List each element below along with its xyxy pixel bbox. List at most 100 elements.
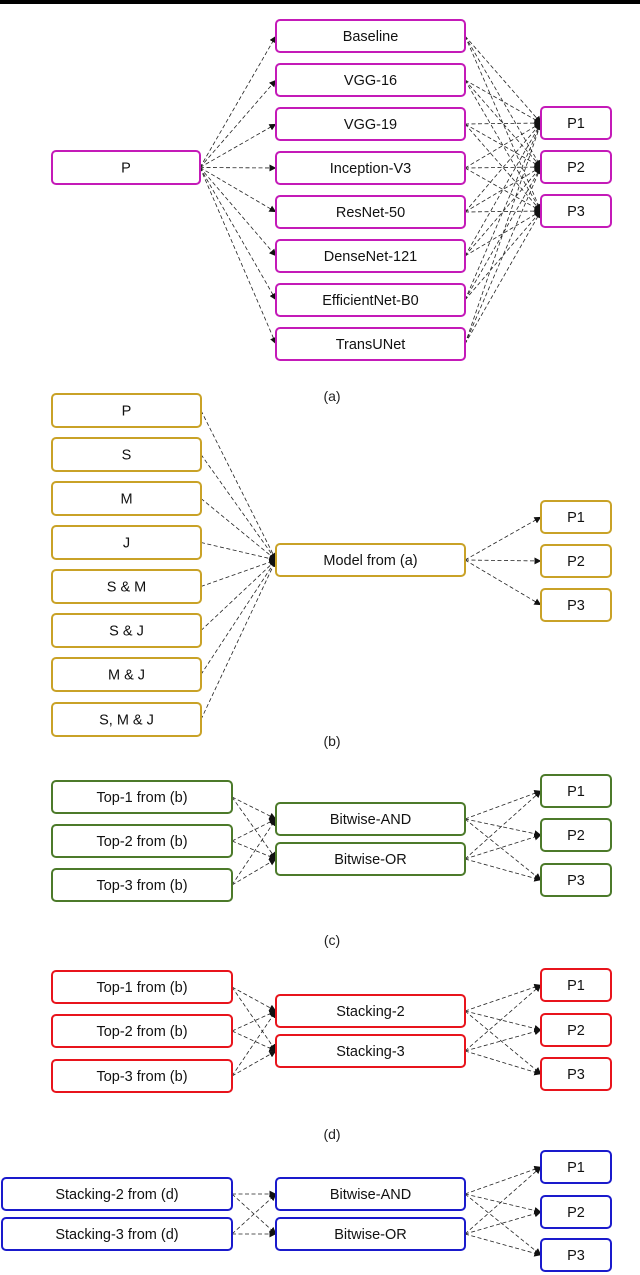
b-input-s-j-label: S & J <box>109 624 144 640</box>
e-input-stacking-3-from-d: Stacking-3 from (d) <box>1 1217 233 1251</box>
a-model-resnet-50-box <box>275 195 466 229</box>
d-edge-op-0-to-output-2 <box>464 1010 542 1075</box>
e-output-p2-label: P2 <box>567 1205 585 1221</box>
d-edge-op-1-to-output-1 <box>464 1028 542 1052</box>
a-edge-model-0-to-output-1 <box>464 35 542 168</box>
b-input-s-m-j-box <box>51 702 202 737</box>
a-model-vgg-19-box <box>275 107 466 141</box>
b-edge-input-7-to-model <box>200 559 277 720</box>
e-output-p2: P2 <box>540 1195 612 1229</box>
c-edge-input-1-to-op-0 <box>231 818 277 842</box>
b-input-m: M <box>51 481 202 516</box>
a-edge-source-to-model-4 <box>199 167 277 213</box>
a-edge-source-to-model-0 <box>199 35 277 168</box>
c-output-p2: P2 <box>540 818 612 852</box>
a-model-densenet-121-box <box>275 239 466 273</box>
d-output-p3-box <box>540 1057 612 1091</box>
d-output-p1-label: P1 <box>567 978 585 994</box>
e-input-stacking-2-from-d-label: Stacking-2 from (d) <box>55 1187 178 1203</box>
a-edge-model-4-to-output-0 <box>464 122 542 213</box>
b-output-p2-label: P2 <box>567 554 585 570</box>
caption-a: (a) <box>323 388 340 404</box>
c-output-p1-box <box>540 774 612 808</box>
a-model-efficientnet-b0-box <box>275 283 466 317</box>
a-model-baseline: Baseline <box>275 19 466 53</box>
b-input-j-label: J <box>123 536 130 552</box>
e-input-stacking-3-from-d-label: Stacking-3 from (d) <box>55 1227 178 1243</box>
c-op-bitwise-and-box <box>275 802 466 836</box>
a-edge-source-to-model-7 <box>199 167 277 345</box>
c-op-bitwise-and: Bitwise-AND <box>275 802 466 836</box>
b-input-m-j: M & J <box>51 657 202 692</box>
a-edge-model-7-to-output-0 <box>464 122 543 345</box>
a-edge-model-0-to-output-2 <box>464 35 542 212</box>
c-edge-op-1-to-output-1 <box>464 833 542 860</box>
e-output-p3-label: P3 <box>567 1248 585 1264</box>
b-input-s-m-box <box>51 569 202 604</box>
c-edge-op-1-to-output-0 <box>464 790 542 860</box>
b-edge-input-4-to-model <box>200 558 277 587</box>
d-output-p2-label: P2 <box>567 1023 585 1039</box>
c-op-bitwise-or: Bitwise-OR <box>275 842 466 876</box>
c-edge-input-0-to-op-1 <box>231 796 277 860</box>
d-op-stacking-3: Stacking-3 <box>275 1034 466 1068</box>
a-edge-model-3-to-output-2 <box>464 167 542 212</box>
a-output-p3-label: P3 <box>567 204 585 220</box>
a-model-transunet-label: TransUNet <box>336 337 406 353</box>
d-output-p1: P1 <box>540 968 612 1002</box>
a-model-vgg-19-label: VGG-19 <box>344 117 397 133</box>
a-model-inception-v3: Inception-V3 <box>275 151 466 185</box>
a-model-densenet-121-label: DenseNet-121 <box>324 249 418 265</box>
d-op-stacking-2-box <box>275 994 466 1028</box>
e-edge-op-1-to-output-0 <box>464 1166 542 1235</box>
a-edge-source-to-model-5 <box>199 167 277 257</box>
a-model-baseline-box <box>275 19 466 53</box>
b-edge-model-to-output-0 <box>464 516 542 561</box>
c-output-p2-box <box>540 818 612 852</box>
b-output-p1: P1 <box>540 500 612 534</box>
a-output-p2-box <box>540 150 612 184</box>
d-input-top-3-from-b-label: Top-3 from (b) <box>96 1069 187 1085</box>
b-model-from-a-label: Model from (a) <box>323 553 417 569</box>
c-edge-input-1-to-op-1 <box>231 840 277 860</box>
d-edge-input-0-to-op-1 <box>231 986 277 1052</box>
b-input-p-label: P <box>122 404 132 420</box>
a-output-p2-label: P2 <box>567 160 585 176</box>
b-input-s-m-j-label: S, M & J <box>99 713 154 729</box>
b-input-s-j: S & J <box>51 613 202 648</box>
b-input-m-box <box>51 481 202 516</box>
b-edge-model-to-output-1 <box>464 557 542 565</box>
e-input-stacking-2-from-d: Stacking-2 from (d) <box>1 1177 233 1211</box>
b-input-m-j-label: M & J <box>108 668 145 684</box>
c-output-p1: P1 <box>540 774 612 808</box>
b-edge-input-0-to-model <box>200 410 277 561</box>
b-input-p: P <box>51 393 202 428</box>
e-op-bitwise-and-box <box>275 1177 466 1211</box>
e-edge-op-0-to-output-1 <box>464 1193 542 1214</box>
b-input-p-box <box>51 393 202 428</box>
a-edge-model-5-to-output-0 <box>464 122 542 257</box>
a-model-inception-v3-box <box>275 151 466 185</box>
d-output-p1-box <box>540 968 612 1002</box>
c-input-top-1-from-b: Top-1 from (b) <box>51 780 233 814</box>
a-output-p1-box <box>540 106 612 140</box>
b-input-m-label: M <box>120 492 132 508</box>
c-output-p2-label: P2 <box>567 828 585 844</box>
caption-c: (c) <box>324 932 340 948</box>
caption-d: (d) <box>323 1126 340 1142</box>
b-output-p2: P2 <box>540 544 612 578</box>
a-edge-model-0-to-output-0 <box>464 35 542 124</box>
c-op-bitwise-or-box <box>275 842 466 876</box>
b-input-m-j-box <box>51 657 202 692</box>
d-output-p3: P3 <box>540 1057 612 1091</box>
d-input-top-2-from-b-box <box>51 1014 233 1048</box>
c-op-bitwise-or-label: Bitwise-OR <box>334 852 407 868</box>
e-op-bitwise-and-label: Bitwise-AND <box>330 1187 411 1203</box>
c-output-p1-label: P1 <box>567 784 585 800</box>
b-edge-model-to-output-2 <box>464 559 542 606</box>
a-model-transunet: TransUNet <box>275 327 466 361</box>
e-edge-op-1-to-output-2 <box>464 1233 542 1257</box>
c-edge-op-0-to-output-0 <box>464 790 542 820</box>
c-input-top-3-from-b: Top-3 from (b) <box>51 868 233 902</box>
c-edge-op-1-to-output-2 <box>464 858 542 882</box>
